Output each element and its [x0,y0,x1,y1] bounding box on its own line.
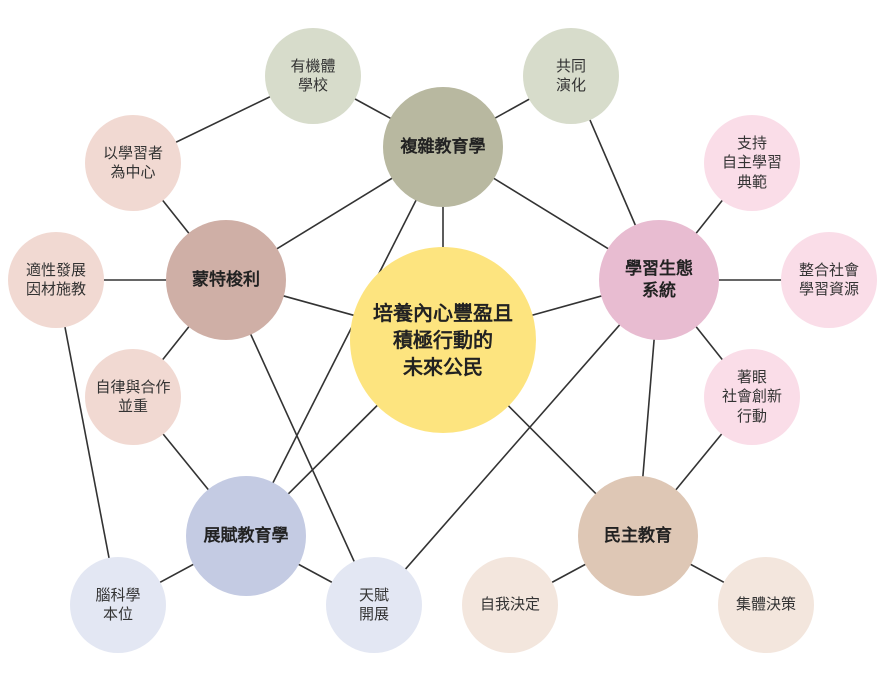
node-complex-pedagogy: 複雜教育學 [383,87,503,207]
node-label: 自我決定 [479,595,540,614]
node-label: 複雜教育學 [400,136,486,157]
node-learning-ecosystem: 學習生態 系統 [599,220,719,340]
node-talent-pedagogy: 展賦教育學 [186,476,306,596]
node-label: 以學習者 為中心 [102,143,163,182]
node-democratic-education: 民主教育 [578,476,698,596]
node-self-determination: 自我決定 [462,557,558,653]
node-label: 整合社會 學習資源 [798,260,859,299]
node-brain-science: 腦科學 本位 [70,557,166,653]
node-label: 集體決策 [735,595,796,614]
node-organic-school: 有機體 學校 [265,28,361,124]
node-label: 支持 自主學習 典範 [721,133,782,191]
node-label: 蒙特梭利 [192,269,260,290]
node-label: 民主教育 [604,525,672,546]
node-support-self-directed: 支持 自主學習 典範 [704,115,800,211]
node-label: 適性發展 因材施教 [25,260,86,299]
node-label: 自律與合作 並重 [95,377,171,416]
node-label: 腦科學 本位 [95,585,141,624]
edge-ecology-gift [373,279,660,606]
node-collective-decision: 集體決策 [718,557,814,653]
edge-adaptive-brain [55,279,119,606]
node-label: 學習生態 系統 [625,258,693,301]
node-learner-centered: 以學習者 為中心 [85,115,181,211]
node-adaptive-development: 適性發展 因材施教 [8,232,104,328]
node-label: 著眼 社會創新 行動 [721,367,782,425]
node-talent-unfolding: 天賦 開展 [326,557,422,653]
node-integrate-resources: 整合社會 學習資源 [781,232,877,328]
node-self-discipline-cooperation: 自律與合作 並重 [85,349,181,445]
edge-complex-talent [245,146,444,537]
node-label: 有機體 學校 [290,56,336,95]
node-social-innovation: 著眼 社會創新 行動 [704,349,800,445]
node-label: 培養內心豐盈且 積極行動的 未來公民 [373,300,513,379]
node-center-goal: 培養內心豐盈且 積極行動的 未來公民 [350,247,536,433]
node-label: 共同 演化 [555,56,586,95]
node-co-evolution: 共同 演化 [523,28,619,124]
node-montessori: 蒙特梭利 [166,220,286,340]
node-label: 天賦 開展 [358,585,389,624]
node-label: 展賦教育學 [203,525,289,546]
